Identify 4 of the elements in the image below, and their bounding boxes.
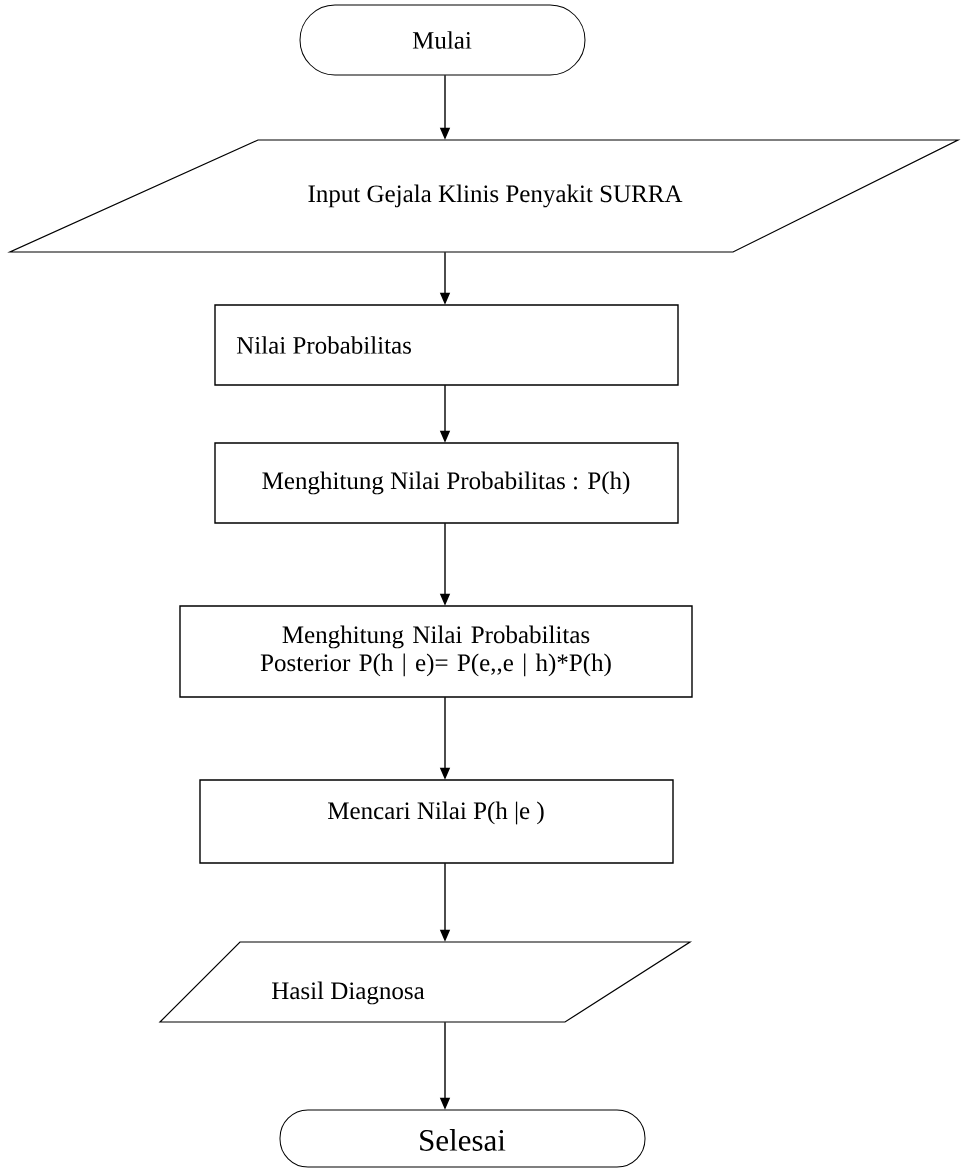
process-box: Mencari Nilai P(h |e ) bbox=[199, 779, 674, 864]
process-box: Menghitung Nilai Probabilitas : P(h) bbox=[214, 442, 679, 524]
process-box: Menghitung Nilai Probabilitas Posterior P(h | e)= P(e,,e | h)*P(h) bbox=[179, 605, 693, 698]
process-box: Nilai Probabilitas bbox=[214, 304, 679, 386]
